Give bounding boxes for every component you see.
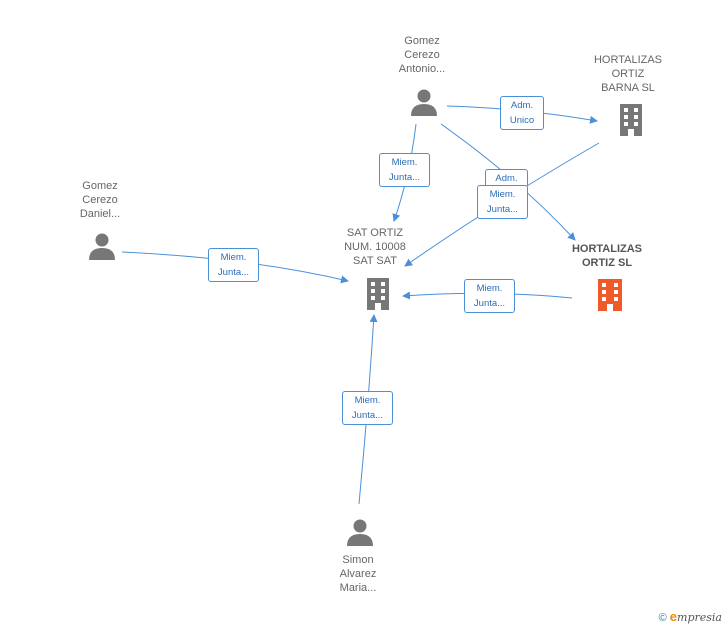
person-icon-simon-alvarez[interactable] — [347, 519, 373, 547]
empresia-logo-initial: e — [669, 609, 678, 624]
building-icon-sat-ortiz[interactable] — [367, 278, 389, 310]
empresia-brand: mpresia — [677, 611, 722, 624]
node-label-simon-alvarez[interactable]: Simon Alvarez Maria... — [339, 554, 377, 594]
edge-label-miem-simon-sat[interactable]: Miem. Junta... — [342, 391, 393, 425]
node-label-hortalizas-barna[interactable]: HORTALIZAS ORTIZ BARNA SL — [593, 54, 663, 94]
building-icon-hortalizas-ortiz[interactable] — [598, 279, 622, 311]
copyright-symbol: © — [658, 612, 667, 624]
empresia-footer: © empresia — [659, 609, 722, 624]
node-label-gomez-daniel[interactable]: Gomez Cerezo Daniel... — [79, 180, 121, 220]
person-icon-gomez-daniel[interactable] — [89, 233, 115, 261]
edge-label-adm-unico[interactable]: Adm. Unico — [500, 96, 544, 130]
node-label-hortalizas-ortiz[interactable]: HORTALIZAS ORTIZ SL — [571, 243, 643, 269]
node-label-sat-ortiz[interactable]: SAT ORTIZ NUM. 10008 SAT SAT — [344, 227, 406, 267]
building-icon-hortalizas-barna[interactable] — [620, 104, 642, 136]
edge-label-miem-barna-sat[interactable]: Miem. Junta... — [477, 185, 528, 219]
edge-label-miem-daniel-sat[interactable]: Miem. Junta... — [208, 248, 259, 282]
edge-label-miem-ortiz-sat[interactable]: Miem. Junta... — [464, 279, 515, 313]
edge-label-miem-antonio-sat[interactable]: Miem. Junta... — [379, 153, 430, 187]
person-icon-gomez-antonio[interactable] — [411, 89, 437, 117]
node-label-gomez-antonio[interactable]: Gomez Cerezo Antonio... — [398, 35, 446, 75]
